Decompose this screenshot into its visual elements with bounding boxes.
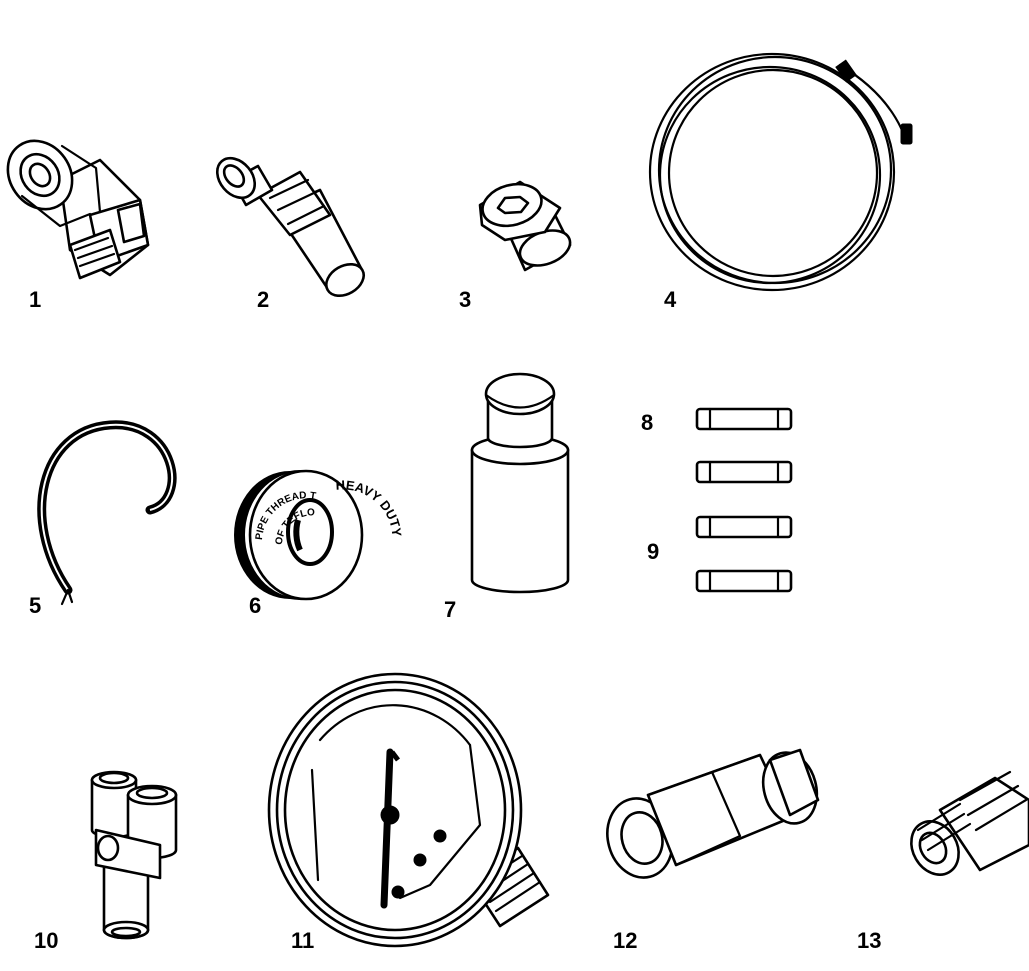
push-tee-drawing xyxy=(92,772,176,938)
part-label-2: 2 xyxy=(257,289,269,311)
part-label-10: 10 xyxy=(34,930,58,952)
part-label-5: 5 xyxy=(29,595,41,617)
part-label-7: 7 xyxy=(444,599,456,621)
pressure-gauge-drawing xyxy=(269,674,548,946)
part-label-11: 11 xyxy=(291,930,314,952)
hex-plug-drawing xyxy=(478,178,575,272)
cylindrical-adapter-drawing xyxy=(472,374,568,592)
part-label-8: 8 xyxy=(641,412,653,434)
part-label-4: 4 xyxy=(664,289,676,311)
flare-fitting-drawing xyxy=(902,772,1029,883)
tape-text-line1: PIPE THREAD TAPE xyxy=(0,0,317,540)
part-label-13: 13 xyxy=(857,930,881,952)
wire-lead-drawing xyxy=(42,425,172,604)
part-label-6: 6 xyxy=(249,595,261,617)
union-coupling-drawing xyxy=(599,746,825,884)
part-label-12: 12 xyxy=(613,930,637,952)
part-label-1: 1 xyxy=(29,289,41,311)
thread-tape-drawing: PIPE THREAD TAPE OF TEFLON HEAVY DUTY xyxy=(0,0,405,599)
cable-gland-drawing xyxy=(0,128,148,278)
part-label-3: 3 xyxy=(459,289,471,311)
flare-adapter-drawing xyxy=(210,151,370,302)
tubing-coil-drawing xyxy=(650,54,912,290)
svg-text:PIPE THREAD TAPE: PIPE THREAD TAPE xyxy=(0,0,317,540)
part-label-9: 9 xyxy=(647,541,659,563)
fuses-drawing xyxy=(697,409,791,591)
